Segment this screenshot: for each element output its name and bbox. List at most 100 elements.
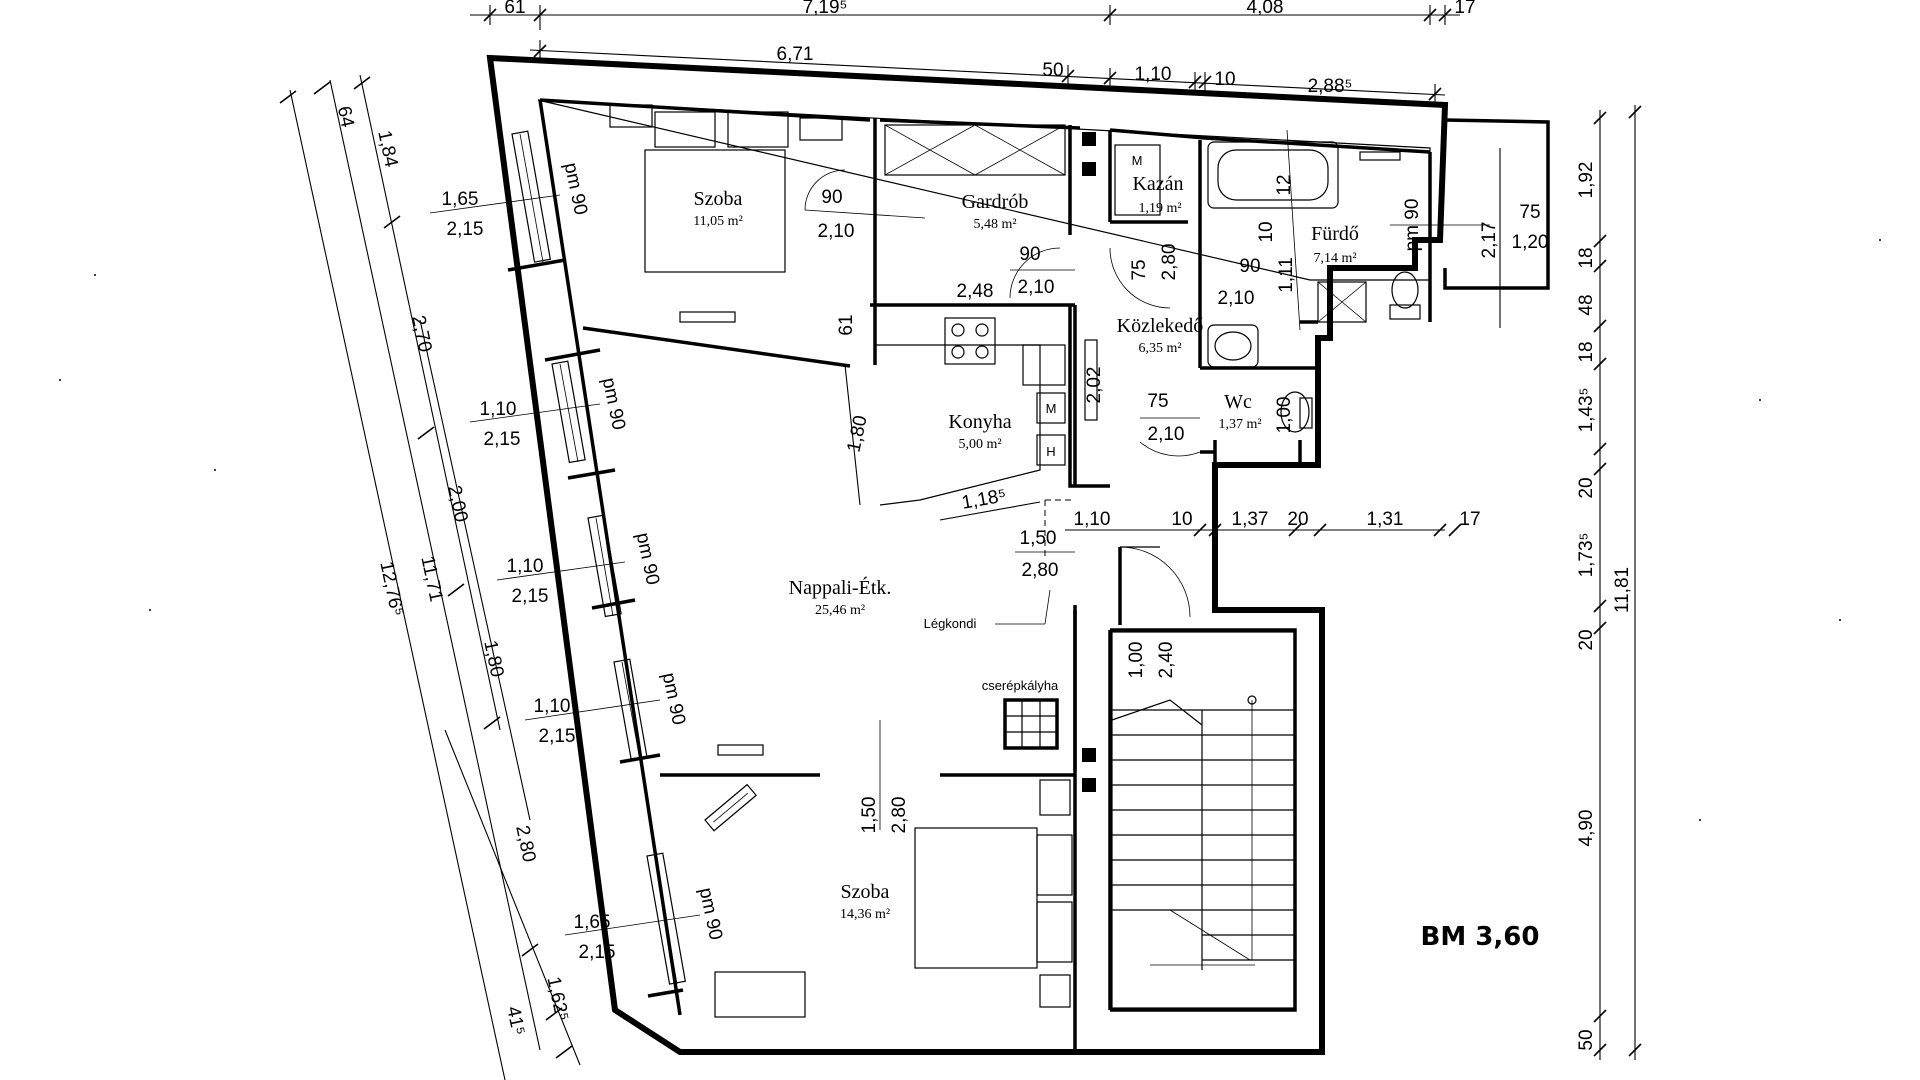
room-szoba-1: Szoba 11,05 m² 90 2,10 <box>609 104 926 323</box>
room-name: Közlekedő <box>1117 315 1204 337</box>
window-labels: 1,65 2,15 pm 90 1,10 2,15 pm 90 1,10 2,1… <box>429 161 726 963</box>
room-area: 11,05 m² <box>693 214 743 229</box>
room-name: Szoba <box>694 188 743 210</box>
air-conditioner-label: Légkondi <box>924 616 977 631</box>
room-name: Fürdő <box>1311 223 1359 245</box>
outer-walls <box>486 54 1550 1055</box>
window-5-width: 1,65 <box>574 912 611 933</box>
dim-280: 2,80 <box>1159 244 1180 281</box>
dim-left-280: 2,80 <box>511 824 539 865</box>
dim-120: 1,20 <box>1512 232 1549 253</box>
window-4-pm: pm 90 <box>658 671 690 727</box>
dim-671: 6,71 <box>777 44 814 65</box>
toilet-icon <box>1280 391 1310 433</box>
dim-20a: 20 <box>1287 509 1308 530</box>
dim-right-1181: 11,81 <box>1612 567 1633 613</box>
dim-right-18a: 18 <box>1576 247 1597 268</box>
window-2-width: 1,10 <box>480 399 517 420</box>
room-konyha: M H Konyha 5,00 m² 61 1,80 1,18⁵ <box>836 314 1066 521</box>
stove-icon <box>944 317 996 365</box>
door-swing <box>804 169 846 211</box>
window-1-pm: pm 90 <box>560 161 592 217</box>
appliance-label: H <box>1046 444 1055 459</box>
room-area: 6,35 m² <box>1138 341 1181 356</box>
elevation-label: BM 3,60 <box>1421 922 1540 952</box>
right-dimension-lines: 1,92 18 48 18 1,43⁵ 20 1,73⁵ 20 4,90 50 … <box>1576 105 1642 1060</box>
dim-left-200: 2,00 <box>443 484 471 525</box>
door-height: 2,10 <box>1218 288 1255 309</box>
dim-left-415: 41⁵ <box>502 1004 529 1037</box>
room-gardrob: Gardrób 5,48 m² 90 2,10 2,48 <box>884 124 1075 302</box>
window-3-width: 1,10 <box>507 556 544 577</box>
nightstand-icon <box>609 104 653 128</box>
dim-100: 1,00 <box>1274 397 1295 434</box>
dim-202: 2,02 <box>1084 367 1105 404</box>
door-width: 90 <box>1239 256 1260 277</box>
dim-left-12765: 12,76⁵ <box>375 560 407 619</box>
left-facade-windows <box>507 99 687 1016</box>
top-dimension-row-2: 6,71 50 1,10 10 2,88⁵ <box>529 40 1446 104</box>
dim-61: 61 <box>836 314 857 335</box>
dim-10b: 10 <box>1171 509 1192 530</box>
window-1-width: 1,65 <box>442 189 479 210</box>
room-wc: Wc 1,37 m² 75 2,10 1,00 <box>1139 391 1313 457</box>
appliance-label: M <box>1046 401 1057 416</box>
dim-right-192: 1,92 <box>1576 162 1597 199</box>
dim-right-50: 50 <box>1576 1029 1597 1050</box>
window-5-height: 2,15 <box>579 942 616 963</box>
window-4-height: 2,15 <box>539 726 576 747</box>
window-4 <box>613 658 648 762</box>
window-2-pm: pm 90 <box>598 376 630 432</box>
nightstand-icon <box>1039 974 1071 1008</box>
room-furdo: Fürdő 7,14 m² 90 2,10 12 10 1,11 pm 90 7… <box>1207 129 1549 331</box>
sink-icon <box>1207 324 1259 368</box>
door-width: 90 <box>821 187 842 208</box>
stair-dim-100: 1,00 <box>1126 642 1147 679</box>
dim-right-48: 48 <box>1576 294 1597 315</box>
dim-right-1435: 1,43⁵ <box>1576 388 1597 433</box>
dim-131: 1,31 <box>1367 509 1404 530</box>
dim-111: 1,11 <box>1276 257 1297 293</box>
window-2 <box>551 360 586 464</box>
dim-right-20b: 20 <box>1576 629 1597 650</box>
interior-walls <box>582 118 1318 1052</box>
door-swing <box>1109 247 1171 309</box>
room-kazan: M Kazán 1,19 m² 2,80 75 <box>1109 144 1184 309</box>
desk-icon <box>714 971 806 1018</box>
window-3-height: 2,15 <box>512 586 549 607</box>
window-3 <box>587 514 622 618</box>
dim-17b: 17 <box>1459 509 1480 530</box>
dim-left-1625: 1,62⁵ <box>542 975 572 1023</box>
room-area: 1,37 m² <box>1218 417 1261 432</box>
dim-right-490: 4,90 <box>1576 810 1597 847</box>
dim-110b: 1,10 <box>1074 509 1111 530</box>
door-width: 75 <box>1147 391 1168 412</box>
bed-icon <box>644 149 786 273</box>
window-1 <box>511 130 552 263</box>
room-area: 1,19 m² <box>1138 201 1181 216</box>
radiator-icon <box>717 744 764 756</box>
opening-width: 1,50 <box>859 797 880 834</box>
door-width: 90 <box>1019 244 1040 265</box>
stair-dim-240: 2,40 <box>1156 642 1177 679</box>
window-5 <box>646 852 687 985</box>
boiler-icon <box>1114 144 1161 216</box>
wardrobe-icon <box>884 124 1066 176</box>
top-dimension-row-1: 61 7,19⁵ 4,08 17 <box>470 0 1476 30</box>
dim-248: 2,48 <box>957 281 994 302</box>
nightstand-icon <box>1039 779 1071 816</box>
door-height: 2,10 <box>1018 277 1055 298</box>
dim-left-180: 1,80 <box>479 639 507 680</box>
column-markers <box>1082 132 1096 792</box>
window-3-pm: pm 90 <box>632 531 664 587</box>
room-szoba-2: Szoba 14,36 m² 1,50 2,80 <box>704 779 1073 1018</box>
nightstand-icon <box>799 117 843 141</box>
opening-height: 2,80 <box>889 797 910 834</box>
dim-right-20a: 20 <box>1576 477 1597 498</box>
dim-12: 12 <box>1274 174 1295 195</box>
room-nappali: Nappali-Étk. 25,46 m² Légkondi cserépkál… <box>717 499 1481 830</box>
dim-10: 10 <box>1256 221 1277 242</box>
dim-top-719: 7,19⁵ <box>803 0 848 18</box>
door-swing <box>1009 247 1061 299</box>
window-2-height: 2,15 <box>484 429 521 450</box>
